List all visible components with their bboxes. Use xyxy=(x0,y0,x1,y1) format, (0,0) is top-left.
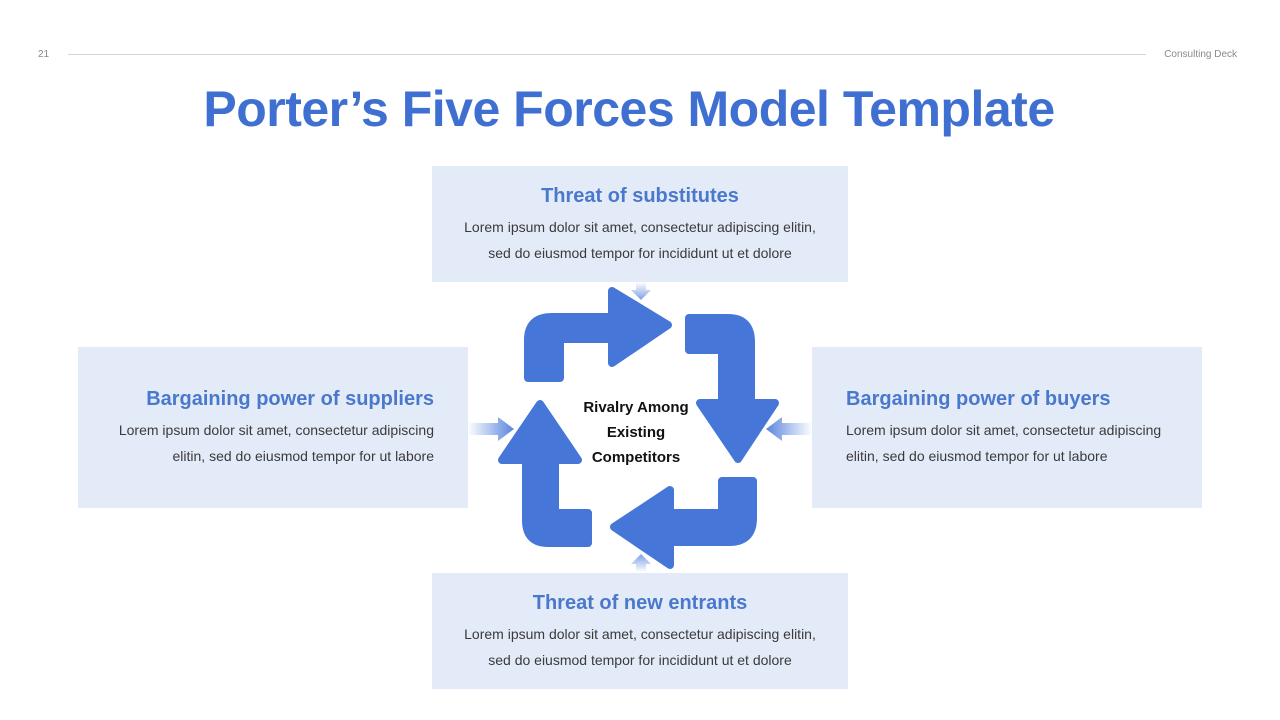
cycle-arrow-top-right xyxy=(685,314,779,463)
force-box-supplier-power: Bargaining power of suppliers Lorem ipsu… xyxy=(78,347,468,508)
description-line: Lorem ipsum dolor sit amet, consectetur … xyxy=(464,219,816,235)
description-line: sed do eiusmod tempor for incididunt ut … xyxy=(488,652,792,668)
force-description: Lorem ipsum dolor sit amet, consectetur … xyxy=(846,417,1182,469)
description-line: sed do eiusmod tempor for incididunt ut … xyxy=(488,245,792,261)
force-box-buyer-power: Bargaining power of buyers Lorem ipsum d… xyxy=(812,347,1202,508)
force-box-threat-of-substitutes: Threat of substitutes Lorem ipsum dolor … xyxy=(432,166,848,282)
cycle-arrow-bottom-right xyxy=(610,477,757,569)
force-box-threat-of-new-entrants: Threat of new entrants Lorem ipsum dolor… xyxy=(432,573,848,689)
connector-arrow-right xyxy=(766,417,812,441)
center-label-line: Competitors xyxy=(591,449,681,466)
center-label-line: Existing xyxy=(606,424,666,441)
force-title: Bargaining power of suppliers xyxy=(146,388,434,410)
cycle-arrow-bottom-left xyxy=(498,400,592,547)
force-title: Threat of new entrants xyxy=(532,592,748,614)
page-number: 21 xyxy=(38,49,50,60)
deck-name: Consulting Deck xyxy=(1164,49,1237,60)
description-line: elitin, sed do eiusmod tempor for ut lab… xyxy=(846,448,1108,464)
description-line: Lorem ipsum dolor sit amet, consectetur … xyxy=(118,422,434,438)
force-title: Threat of substitutes xyxy=(541,185,739,207)
description-line: Lorem ipsum dolor sit amet, consectetur … xyxy=(464,626,816,642)
page-title: Porter’s Five Forces Model Template xyxy=(203,81,1055,137)
force-description: Lorem ipsum dolor sit amet, consectetur … xyxy=(432,621,848,673)
force-description: Lorem ipsum dolor sit amet, consectetur … xyxy=(98,417,434,469)
connector-arrow-bottom xyxy=(631,554,651,572)
cycle-arrows xyxy=(498,287,779,569)
center-label-line: Rivalry Among xyxy=(583,399,689,416)
header-rule xyxy=(68,54,1146,55)
force-description: Lorem ipsum dolor sit amet, consectetur … xyxy=(432,214,848,266)
connector-arrow-top xyxy=(631,282,651,300)
description-line: Lorem ipsum dolor sit amet, consectetur … xyxy=(846,422,1162,438)
description-line: elitin, sed do eiusmod tempor for ut lab… xyxy=(172,448,434,464)
center-label-rivalry: Rivalry Among Existing Competitors xyxy=(566,395,706,470)
connector-arrow-left xyxy=(468,417,514,441)
cycle-arrow-top-left xyxy=(524,287,672,382)
force-title: Bargaining power of buyers xyxy=(846,388,1111,410)
